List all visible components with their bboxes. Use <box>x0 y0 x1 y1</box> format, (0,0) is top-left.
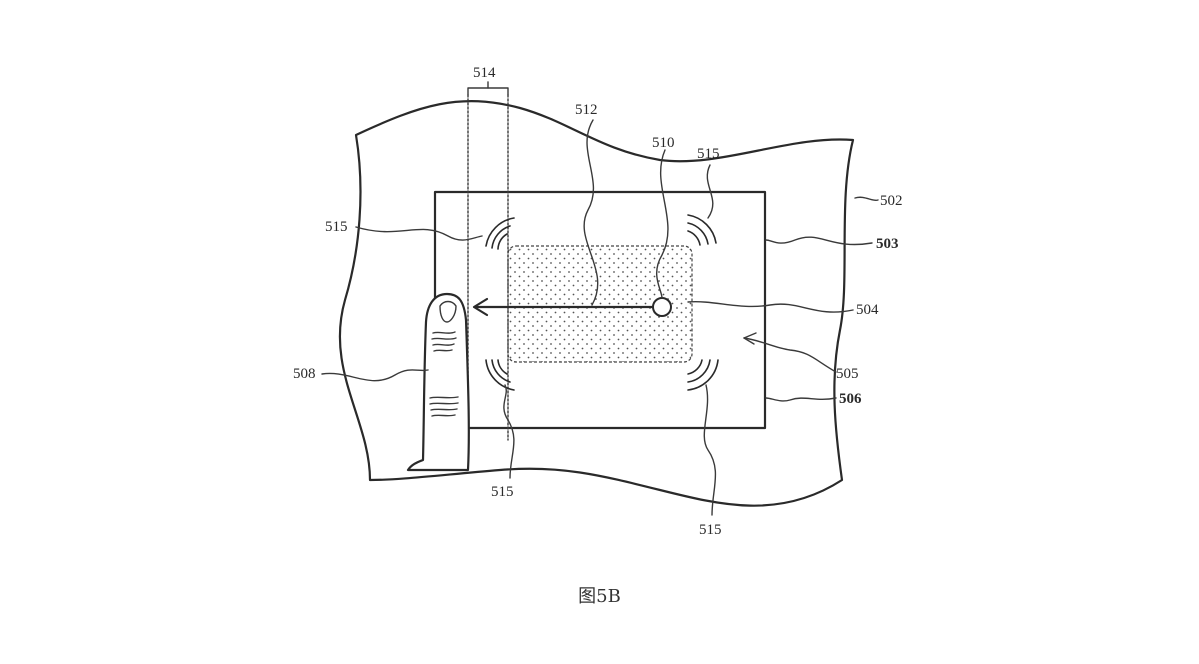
label-512: 512 <box>575 102 598 118</box>
finger-wrinkles <box>429 331 459 417</box>
label-502: 502 <box>880 193 903 209</box>
label-505: 505 <box>836 366 859 382</box>
label-515-bottom-left: 515 <box>491 484 514 500</box>
outer-surface-502 <box>338 100 855 507</box>
label-503: 503 <box>876 236 899 252</box>
label-515-bottom-right: 515 <box>699 522 722 538</box>
figure-caption: 图5B <box>578 586 621 607</box>
touch-region-504 <box>507 245 693 363</box>
label-506: 506 <box>839 391 862 407</box>
label-514: 514 <box>473 65 496 81</box>
bracket-514 <box>467 87 509 96</box>
label-510: 510 <box>652 135 675 151</box>
touch-point-510 <box>652 297 672 317</box>
fingernail <box>439 300 457 323</box>
label-515-top: 515 <box>697 146 720 162</box>
vibration-arcs-bottom-right <box>687 359 719 391</box>
label-508: 508 <box>293 366 316 382</box>
finger-508 <box>406 292 470 472</box>
leader-lines <box>321 119 879 516</box>
vibration-arcs-top-right <box>687 214 717 246</box>
swipe-arrowhead <box>472 297 489 317</box>
label-504: 504 <box>856 302 879 318</box>
vibration-arcs-top-left <box>485 217 515 250</box>
label-515-left: 515 <box>325 219 348 235</box>
vibration-arcs-bottom-left <box>485 359 515 391</box>
